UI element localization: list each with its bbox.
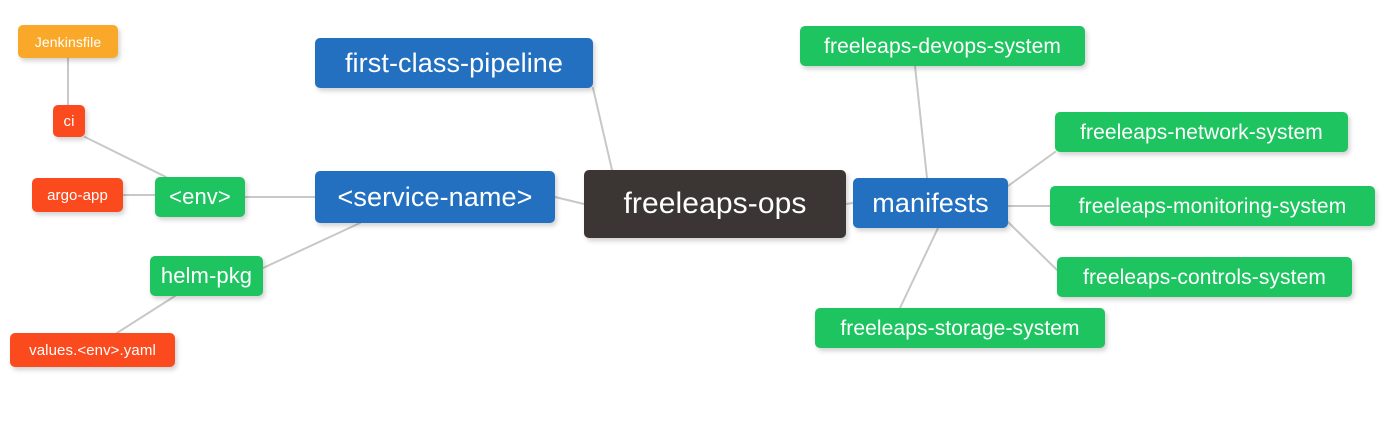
node-jenkinsfile[interactable]: Jenkinsfile [18,25,118,58]
node-label: freeleaps-controls-system [1083,265,1326,289]
node-freeleaps-monitoring-system[interactable]: freeleaps-monitoring-system [1050,186,1375,226]
node-argo-app[interactable]: argo-app [32,178,123,212]
node-label: freeleaps-storage-system [840,316,1080,340]
node-ci[interactable]: ci [53,105,85,137]
node-helm-pkg[interactable]: helm-pkg [150,256,263,296]
node-freeleaps-storage-system[interactable]: freeleaps-storage-system [815,308,1105,348]
edge-manifests-to-freeleaps-devops-system [914,65,928,179]
node-freeleaps-controls-system[interactable]: freeleaps-controls-system [1057,257,1352,297]
edge-helm-pkg-to-values-env-yaml [116,295,176,334]
edge-manifests-to-freeleaps-controls-system [1007,221,1058,271]
node-service-name[interactable]: <service-name> [315,171,555,223]
node-label: <service-name> [337,181,533,212]
node-values-env-yaml[interactable]: values.<env>.yaml [10,333,175,367]
edge-service-name-to-helm-pkg [262,222,361,269]
node-label: freeleaps-network-system [1080,120,1323,144]
edge-freeleaps-ops-to-first-class-pipeline [592,87,613,171]
node-label: Jenkinsfile [34,33,102,50]
node-freeleaps-ops[interactable]: freeleaps-ops [584,170,846,238]
edge-env-to-ci [84,136,167,178]
node-label: argo-app [47,186,108,204]
node-label: ci [63,112,75,130]
edge-manifests-to-freeleaps-network-system [1007,151,1056,187]
node-manifests[interactable]: manifests [853,178,1008,228]
node-label: values.<env>.yaml [29,341,156,359]
node-first-class-pipeline[interactable]: first-class-pipeline [315,38,593,88]
node-label: <env> [169,184,231,209]
node-freeleaps-devops-system[interactable]: freeleaps-devops-system [800,26,1085,66]
node-label: freeleaps-monitoring-system [1078,194,1347,218]
node-freeleaps-network-system[interactable]: freeleaps-network-system [1055,112,1348,152]
node-label: freeleaps-devops-system [824,34,1061,58]
edge-manifests-to-freeleaps-storage-system [899,227,939,309]
node-label: manifests [872,187,989,218]
node-label: first-class-pipeline [344,47,564,78]
node-env[interactable]: <env> [155,177,245,217]
edge-freeleaps-ops-to-service-name [554,196,585,205]
edge-freeleaps-ops-to-manifests [845,202,854,205]
node-label: freeleaps-ops [623,187,807,220]
node-label: helm-pkg [160,263,253,288]
